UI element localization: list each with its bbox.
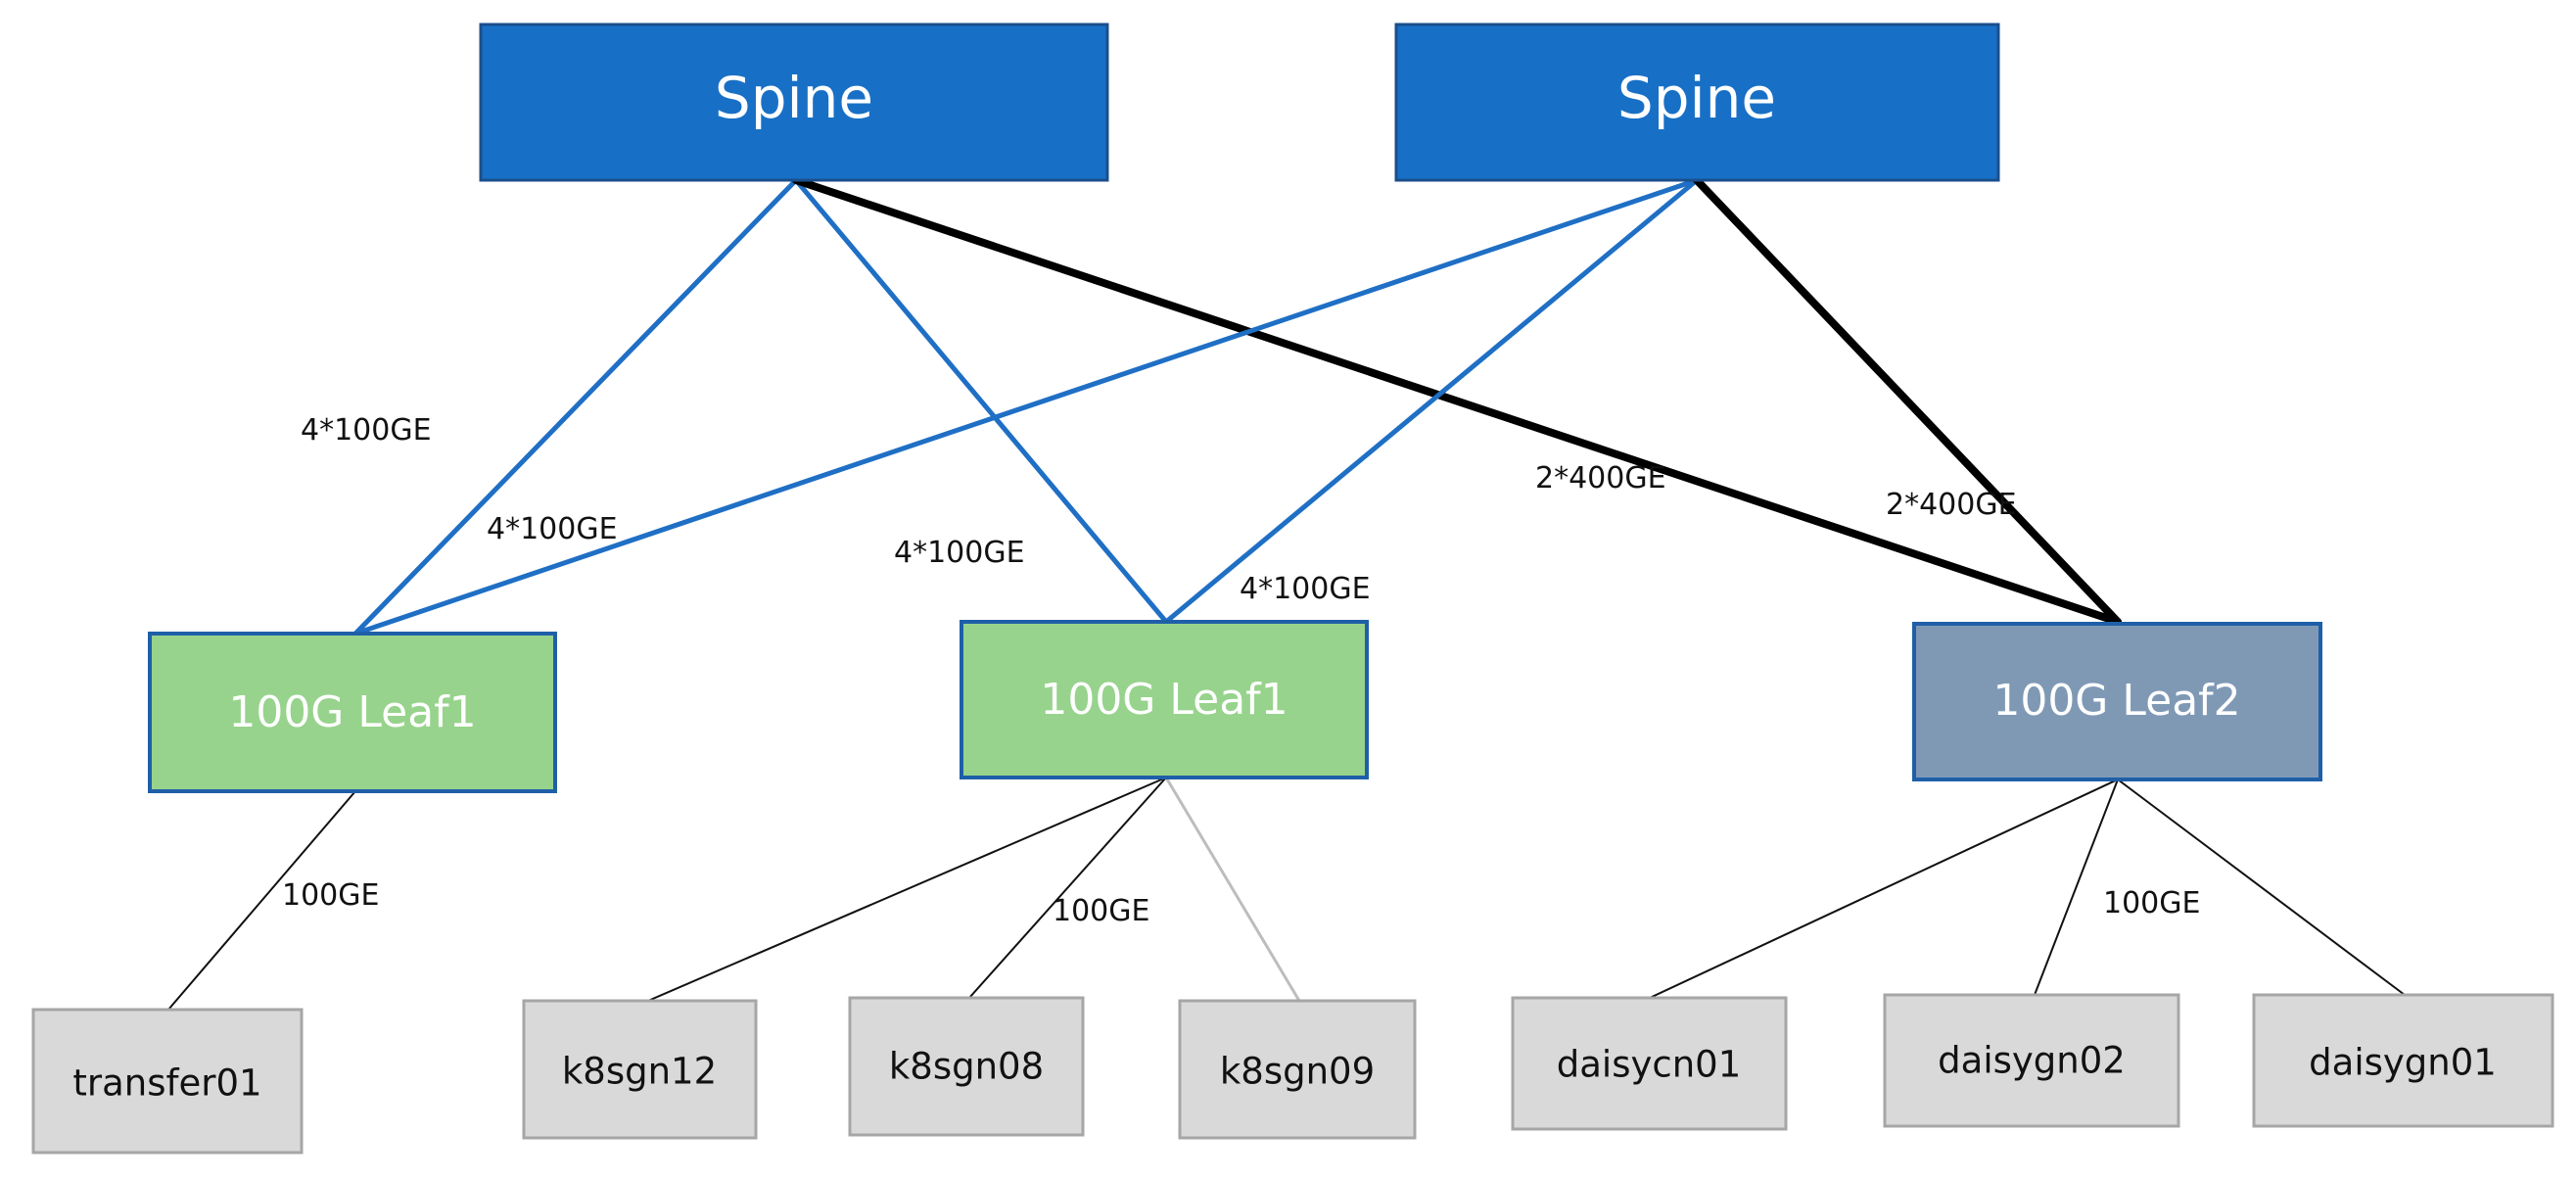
host-label: k8sgn12	[562, 1051, 717, 1093]
host-label: transfer01	[72, 1062, 261, 1105]
host-box	[1883, 993, 2180, 1128]
link-leafC-daisygn02	[2034, 778, 2119, 996]
host-box	[31, 1008, 304, 1155]
link-leafB-k8sgn08	[968, 777, 1167, 999]
host-node[interactable]: k8sgn09	[1178, 999, 1417, 1140]
link-label-leafA-hosts: 100GE	[282, 878, 379, 913]
link-leafA-transfer01	[167, 790, 356, 1011]
spine-layer: Spine Spine	[479, 23, 2000, 182]
leaf-box	[1912, 622, 2322, 781]
leaf-label: 100G Leaf1	[228, 687, 476, 737]
host-node[interactable]: k8sgn08	[848, 996, 1085, 1137]
links-layer	[167, 176, 2406, 1011]
link-leafB-k8sgn12	[647, 777, 1167, 1002]
leaf-node[interactable]: 100G Leaf1	[960, 620, 1369, 779]
link-label-spine2-leafC: 2*400GE	[1886, 488, 2017, 522]
link-spine1-leafA	[352, 177, 799, 637]
link-leafC-daisycn01	[1649, 778, 2119, 999]
host-box	[522, 999, 758, 1140]
link-leafC-daisygn01	[2117, 778, 2406, 996]
link-label-leafC-hosts: 100GE	[2103, 886, 2200, 920]
host-label: daisygn02	[1938, 1040, 2126, 1082]
host-node[interactable]: daisygn01	[2252, 993, 2554, 1128]
link-spine1-leafC	[792, 176, 2122, 626]
host-layer: transfer01 k8sgn12 k8sgn08 k8sgn09 daisy…	[31, 993, 2554, 1155]
link-label-leafB-hosts: 100GE	[1053, 894, 1149, 928]
link-label-spine1-leafA: 4*100GE	[301, 413, 432, 448]
link-spine2-leafC	[1693, 176, 2122, 626]
host-label: daisycn01	[1557, 1044, 1742, 1086]
host-box	[848, 996, 1085, 1137]
host-label: daisygn01	[2309, 1042, 2497, 1084]
link-label-spine2-leafB: 4*100GE	[1240, 572, 1371, 606]
host-node[interactable]: daisygn02	[1883, 993, 2180, 1128]
leaf-label: 100G Leaf1	[1040, 675, 1288, 725]
spine-label: Spine	[715, 65, 873, 131]
leaf-box	[148, 632, 557, 793]
leaf-node[interactable]: 100G Leaf1	[148, 632, 557, 793]
spine-box	[1394, 23, 2000, 182]
host-box	[1178, 999, 1417, 1140]
host-box	[2252, 993, 2554, 1128]
leaf-layer: 100G Leaf1 100G Leaf1 100G Leaf2	[148, 620, 2322, 793]
link-label-spine2-leafA: 4*100GE	[487, 512, 618, 546]
link-spine2-leafB	[1163, 177, 1700, 625]
host-label: k8sgn08	[889, 1046, 1044, 1088]
leaf-node[interactable]: 100G Leaf2	[1912, 622, 2322, 781]
spine-node[interactable]: Spine	[1394, 23, 2000, 182]
spine-node[interactable]: Spine	[479, 23, 1109, 182]
leaf-box	[960, 620, 1369, 779]
link-label-spine1-leafC: 2*400GE	[1535, 461, 1666, 495]
host-node[interactable]: k8sgn12	[522, 999, 758, 1140]
link-leafB-k8sgn09	[1164, 776, 1301, 1003]
host-node[interactable]: daisycn01	[1511, 996, 1788, 1131]
spine-label: Spine	[1617, 65, 1776, 131]
link-spine1-leafB	[793, 177, 1169, 625]
link-labels-layer: 4*100GE 4*100GE 4*100GE 4*100GE 2*400GE …	[282, 413, 2200, 928]
host-label: k8sgn09	[1220, 1051, 1375, 1093]
link-label-spine1-leafB: 4*100GE	[894, 536, 1025, 570]
link-spine2-leafA	[352, 177, 1700, 637]
spine-box	[479, 23, 1109, 182]
host-box	[1511, 996, 1788, 1131]
leaf-label: 100G Leaf2	[1992, 676, 2240, 726]
host-node[interactable]: transfer01	[31, 1008, 304, 1155]
